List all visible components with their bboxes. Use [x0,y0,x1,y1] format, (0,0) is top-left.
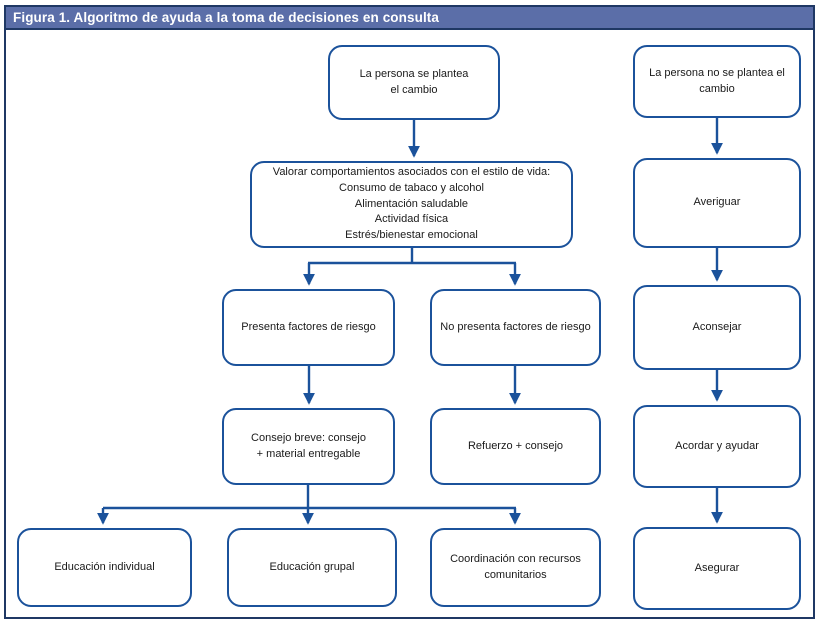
node-refuerzo-consejo: Refuerzo + consejo [430,408,601,485]
node-asegurar: Asegurar [633,527,801,610]
node-valorar-comportamientos: Valorar comportamientos asociados con el… [250,161,573,248]
node-no-presenta-riesgo: No presenta factores de riesgo [430,289,601,366]
node-acordar-ayudar: Acordar y ayudar [633,405,801,488]
node-averiguar: Averiguar [633,158,801,248]
node-educacion-grupal: Educación grupal [227,528,397,607]
figure-title-bar: Figura 1. Algoritmo de ayuda a la toma d… [4,5,815,30]
figure-title: Figura 1. Algoritmo de ayuda a la toma d… [13,10,440,25]
node-coordinacion-recursos: Coordinación con recursos comunitarios [430,528,601,607]
node-educacion-individual: Educación individual [17,528,192,607]
node-consejo-breve: Consejo breve: consejo + material entreg… [222,408,395,485]
node-persona-se-plantea: La persona se plantea el cambio [328,45,500,120]
node-presenta-riesgo: Presenta factores de riesgo [222,289,395,366]
node-persona-no-se-plantea: La persona no se plantea el cambio [633,45,801,118]
node-aconsejar: Aconsejar [633,285,801,370]
